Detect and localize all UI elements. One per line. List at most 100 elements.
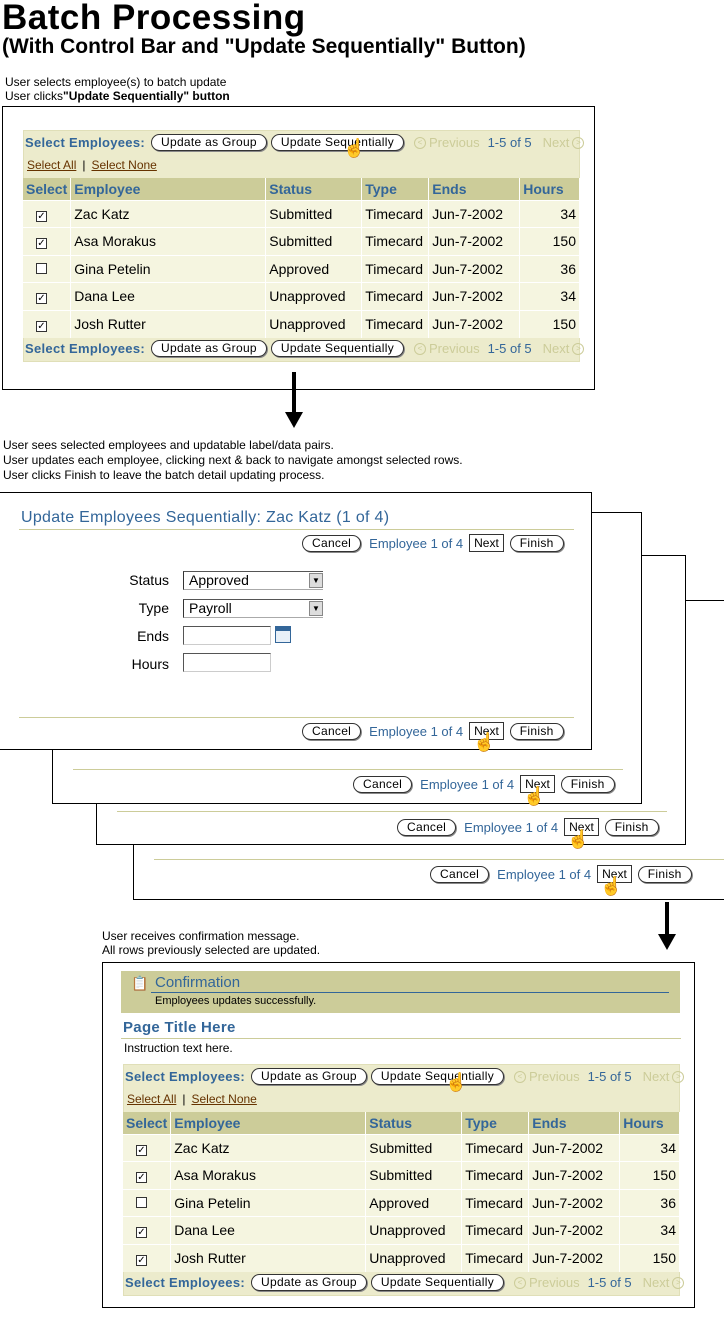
cancel-button[interactable]: Cancel	[430, 865, 490, 883]
ends-cell: Jun-7-2002	[428, 254, 521, 283]
update-sequentially-button[interactable]: Update Sequentially	[270, 134, 404, 151]
previous-label: Previous	[429, 135, 480, 150]
cancel-button[interactable]: Cancel	[397, 818, 457, 836]
row-checkbox[interactable]: ✓	[36, 238, 47, 250]
next-link[interactable]: Next>	[543, 135, 588, 150]
next-icon: >	[672, 1276, 685, 1289]
type-cell: Timecard	[361, 309, 430, 338]
note-line: User updates each employee, clicking nex…	[3, 453, 463, 467]
select-all-link[interactable]: Select All	[127, 1092, 177, 1106]
page2-buttons: Cancel Employee 1 of 4 Next Finish	[353, 775, 619, 793]
update-as-group-button[interactable]: Update as Group	[251, 1068, 367, 1085]
cancel-button[interactable]: Cancel	[353, 775, 413, 793]
select-cell	[23, 254, 72, 283]
chevron-down-icon: ▼	[309, 573, 323, 588]
type-select[interactable]: Payroll▼	[183, 599, 323, 618]
hours-cell: 36	[619, 1188, 680, 1217]
update-sequentially-button[interactable]: Update Sequentially	[270, 340, 404, 357]
finish-button[interactable]: Finish	[560, 775, 615, 793]
hours-cell: 34	[519, 199, 580, 228]
row-checkbox[interactable]: ✓	[136, 1172, 147, 1184]
next-label: Next	[642, 1069, 670, 1084]
employee-cell: Josh Rutter	[70, 309, 267, 338]
next-button[interactable]: Next	[564, 818, 599, 836]
ends-cell: Jun-7-2002	[428, 309, 521, 338]
next-label: Next	[642, 1275, 670, 1290]
type-cell: Timecard	[461, 1216, 530, 1244]
sequential-update-screen: Update Employees Sequentially: Zac Katz …	[0, 492, 592, 751]
row-checkbox[interactable]: ✓	[136, 1255, 147, 1266]
update-as-group-button[interactable]: Update as Group	[251, 1274, 367, 1291]
finish-button[interactable]: Finish	[509, 722, 564, 740]
row-checkbox[interactable]: ✓	[36, 321, 47, 332]
select-cell: ✓	[123, 1133, 172, 1162]
header-hours: Hours	[619, 1112, 680, 1134]
control-bar-label: Select Employees:	[25, 341, 145, 356]
select-all-link[interactable]: Select All	[27, 158, 77, 172]
step3-note: User receives confirmation message. All …	[102, 929, 320, 957]
row-checkbox[interactable]: ✓	[36, 210, 47, 222]
type-cell: Timecard	[461, 1188, 530, 1217]
next-button[interactable]: Next	[520, 775, 555, 793]
finish-button[interactable]: Finish	[604, 818, 659, 836]
confirmation-rule	[151, 992, 669, 993]
select-none-link[interactable]: Select None	[191, 1092, 257, 1106]
finish-button[interactable]: Finish	[509, 534, 564, 552]
type-cell: Timecard	[461, 1161, 530, 1189]
next-link[interactable]: Next>	[643, 1069, 688, 1084]
hours-field[interactable]	[183, 653, 271, 672]
row-checkbox[interactable]	[36, 262, 47, 274]
update-as-group-button[interactable]: Update as Group	[151, 340, 267, 357]
next-label: Next	[542, 135, 570, 150]
step1-note: User selects employee(s) to batch update…	[5, 75, 230, 103]
previous-link[interactable]: <Previous	[411, 341, 480, 356]
hand-pointer-icon: ☝	[600, 876, 623, 896]
hours-cell: 150	[619, 1161, 680, 1189]
row-checkbox[interactable]	[136, 1196, 147, 1208]
type-cell: Timecard	[461, 1133, 530, 1162]
status-cell: Unapproved	[365, 1243, 463, 1272]
next-link[interactable]: Next>	[543, 341, 588, 356]
confirmation-screen: 📋 Confirmation Employees updates success…	[102, 962, 695, 1308]
header-status: Status	[265, 178, 363, 200]
page3-buttons: Cancel Employee 1 of 4 Next Finish	[397, 818, 663, 836]
update-sequentially-button[interactable]: Update Sequentially	[370, 1274, 504, 1291]
update-sequentially-button[interactable]: Update Sequentially	[370, 1068, 504, 1085]
previous-link[interactable]: <Previous	[511, 1275, 580, 1290]
hours-cell: 34	[619, 1216, 680, 1244]
next-button[interactable]: Next	[597, 865, 632, 883]
hours-cell: 150	[519, 227, 580, 255]
next-button[interactable]: Next	[469, 534, 504, 552]
employee-cell: Zac Katz	[170, 1133, 367, 1162]
previous-link[interactable]: <Previous	[511, 1069, 580, 1084]
employee-table: Select Employee Status Type Ends Hours ✓…	[23, 178, 580, 338]
confirmation-title: Confirmation	[155, 974, 241, 991]
row-checkbox[interactable]: ✓	[136, 1144, 147, 1156]
select-none-link[interactable]: Select None	[91, 158, 157, 172]
row-checkbox[interactable]: ✓	[36, 293, 47, 305]
finish-button[interactable]: Finish	[637, 865, 692, 883]
status-select[interactable]: Approved▼	[183, 571, 323, 590]
next-link[interactable]: Next>	[643, 1275, 688, 1290]
step2-note: User sees selected employees and updatab…	[3, 438, 463, 483]
status-cell: Submitted	[365, 1133, 463, 1162]
employee-counter: Employee 1 of 4	[464, 819, 559, 835]
page-count: 1-5 of 5	[587, 1069, 632, 1084]
cancel-button[interactable]: Cancel	[302, 722, 362, 740]
employee-cell: Gina Petelin	[170, 1188, 367, 1217]
ends-field[interactable]	[183, 626, 271, 645]
row-checkbox[interactable]: ✓	[136, 1227, 147, 1239]
calendar-icon[interactable]	[275, 626, 291, 643]
next-button[interactable]: Next	[469, 722, 504, 740]
update-as-group-button[interactable]: Update as Group	[151, 134, 267, 151]
status-cell: Unapproved	[265, 282, 363, 310]
previous-link[interactable]: <Previous	[411, 135, 480, 150]
select-cell: ✓	[123, 1161, 172, 1189]
cancel-button[interactable]: Cancel	[302, 534, 362, 552]
